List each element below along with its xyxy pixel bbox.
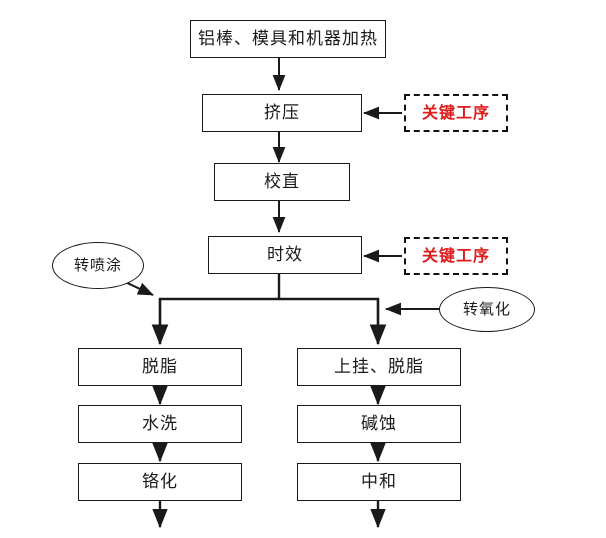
node-to-anodize[interactable]: 转氧化 xyxy=(439,287,535,332)
node-water-wash[interactable]: 水洗 xyxy=(78,405,242,443)
node-straighten[interactable]: 校直 xyxy=(214,163,350,201)
note-key-process-extrusion-label: 关键工序 xyxy=(421,103,490,122)
node-alkaline-etch[interactable]: 碱蚀 xyxy=(297,405,461,443)
note-key-process-aging[interactable]: 关键工序 xyxy=(404,237,508,275)
node-chromating-label: 铬化 xyxy=(142,471,178,492)
node-to-anodize-label: 转氧化 xyxy=(462,300,511,318)
node-to-spray[interactable]: 转喷涂 xyxy=(52,242,144,289)
node-heating-label: 铝棒、模具和机器加热 xyxy=(198,28,378,49)
node-neutralize[interactable]: 中和 xyxy=(297,463,461,501)
node-degrease-left-label: 脱脂 xyxy=(142,356,178,377)
node-extrusion-label: 挤压 xyxy=(264,102,300,123)
node-water-wash-label: 水洗 xyxy=(142,413,178,434)
node-chromating[interactable]: 铬化 xyxy=(78,463,242,501)
node-to-spray-label: 转喷涂 xyxy=(73,256,122,274)
node-straighten-label: 校直 xyxy=(264,171,300,192)
node-alkaline-etch-label: 碱蚀 xyxy=(361,413,397,434)
note-key-process-extrusion[interactable]: 关键工序 xyxy=(404,94,508,132)
node-extrusion[interactable]: 挤压 xyxy=(202,94,362,132)
node-aging[interactable]: 时效 xyxy=(208,236,362,274)
node-heating[interactable]: 铝棒、模具和机器加热 xyxy=(190,20,386,58)
node-degrease-left[interactable]: 脱脂 xyxy=(78,348,242,386)
node-hang-degrease[interactable]: 上挂、脱脂 xyxy=(297,348,461,386)
note-key-process-aging-label: 关键工序 xyxy=(421,246,490,265)
node-neutralize-label: 中和 xyxy=(361,471,397,492)
node-hang-degrease-label: 上挂、脱脂 xyxy=(334,356,424,377)
connector-aging-split-bus xyxy=(151,273,387,346)
node-aging-label: 时效 xyxy=(267,244,303,265)
